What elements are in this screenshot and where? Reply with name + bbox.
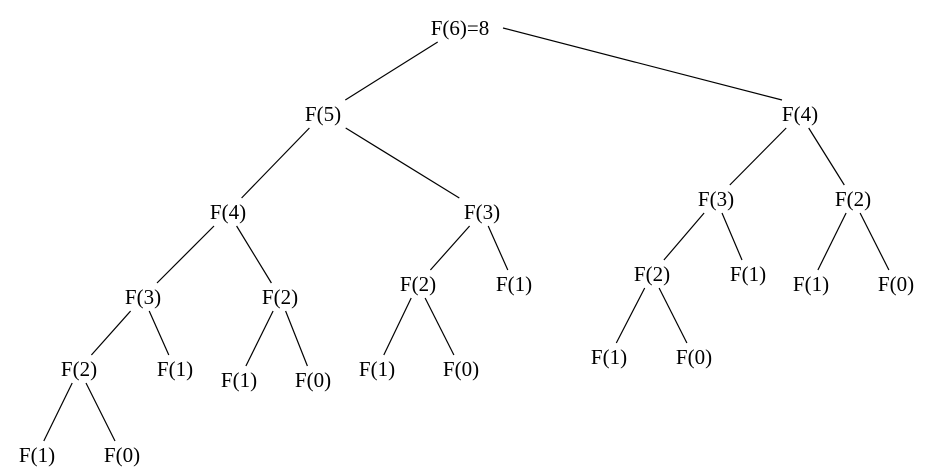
tree-node-label: F(4)	[782, 102, 818, 126]
tree-nodes: F(6)=8F(5) F(4) F(3) F(2) F(1) F(0) F(1) F(2) F(…	[19, 16, 914, 467]
tree-node-label: F(2)	[835, 187, 871, 211]
tree-edge	[285, 310, 308, 367]
tree-edge	[424, 297, 455, 356]
tree-edge	[85, 382, 116, 442]
tree-edge	[487, 225, 509, 271]
tree-node-label: F(2)	[400, 272, 436, 296]
tree-edge	[148, 310, 170, 356]
tree-node-label: F(0)	[295, 368, 331, 392]
tree-node-label: F(0)	[878, 272, 914, 296]
tree-node-label: F(1)	[221, 368, 257, 392]
tree-node-label: F(0)	[104, 443, 140, 467]
tree-edge	[429, 225, 471, 271]
tree-node-label: F(1)	[730, 262, 766, 286]
tree-node-label: F(4)	[210, 200, 246, 224]
tree-node-label: F(1)	[591, 345, 627, 369]
tree-node-label: F(3)	[125, 285, 161, 309]
tree-edge	[721, 212, 743, 261]
tree-node-label: F(1)	[157, 357, 193, 381]
tree-node-label: F(0)	[676, 345, 712, 369]
tree-edge	[156, 225, 215, 284]
tree-edge	[90, 310, 132, 356]
tree-edge	[241, 127, 310, 199]
tree-node-label: F(5)	[305, 102, 341, 126]
tree-node-label: F(2)	[634, 262, 670, 286]
tree-edge	[236, 225, 272, 284]
tree-node-label: F(2)	[262, 285, 298, 309]
tree-edge	[383, 297, 412, 356]
tree-node-label: F(3)	[464, 200, 500, 224]
tree-node-label: F(2)	[61, 357, 97, 381]
tree-edge	[344, 41, 439, 101]
tree-edge	[817, 212, 847, 271]
tree-edge	[663, 212, 705, 261]
tree-edge	[245, 310, 274, 367]
tree-node-label: F(1)	[496, 272, 532, 296]
tree-node-label: F(0)	[443, 357, 479, 381]
tree-node-label: F(1)	[793, 272, 829, 296]
tree-node-label: F(1)	[359, 357, 395, 381]
tree-node-label: F(6)=8	[431, 16, 490, 40]
tree-edge	[729, 127, 787, 186]
tree-edge	[859, 212, 890, 271]
tree-edge	[43, 382, 73, 442]
tree-edge	[345, 127, 460, 199]
tree-edge	[658, 287, 688, 344]
tree-node-label: F(1)	[19, 443, 55, 467]
tree-edge	[502, 27, 783, 101]
tree-edge	[615, 287, 646, 344]
tree-edges	[43, 27, 890, 442]
tree-edge	[808, 127, 845, 186]
tree-node-label: F(3)	[698, 187, 734, 211]
